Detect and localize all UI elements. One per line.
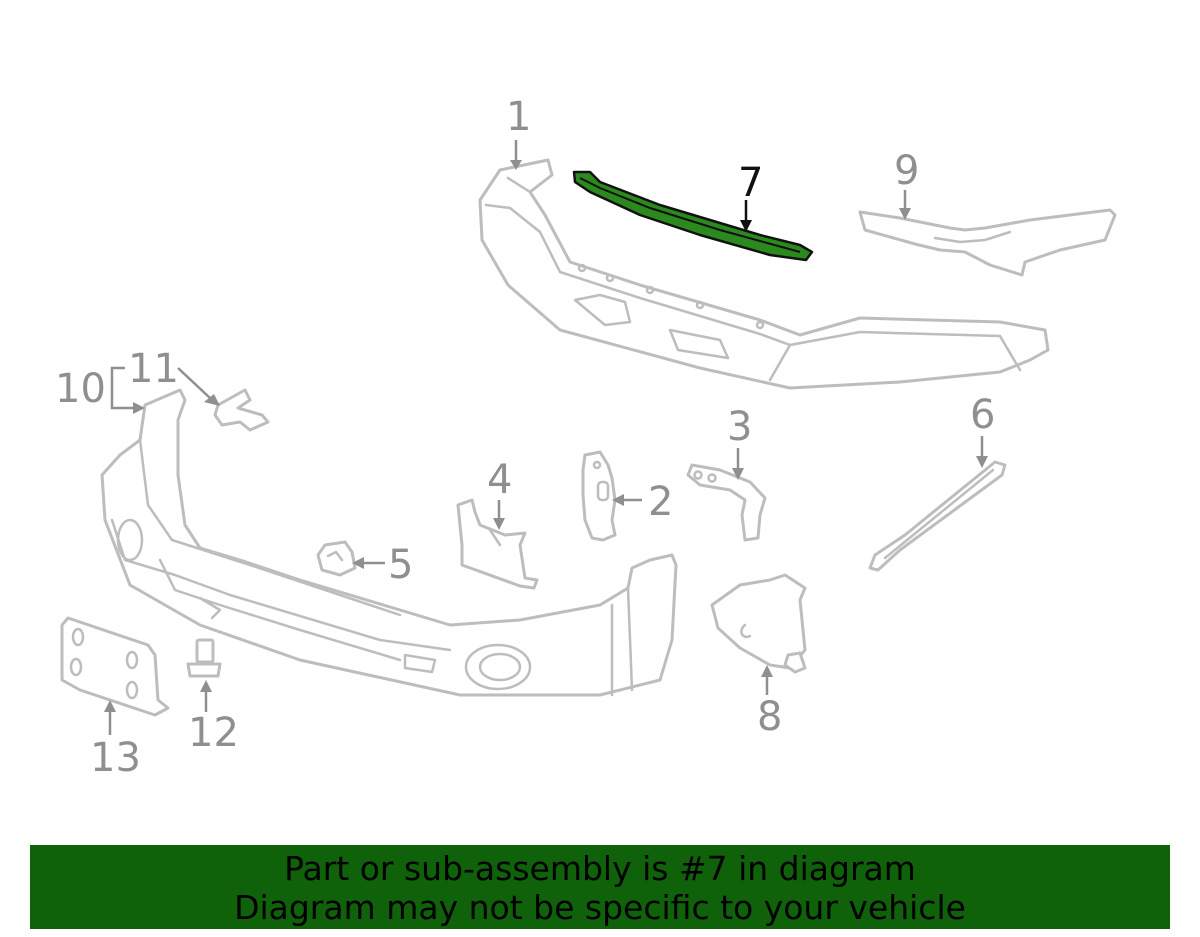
- callout-3: 3: [727, 404, 752, 480]
- part-10-bumper-cover[interactable]: [100, 388, 678, 697]
- part-8-bracket[interactable]: [710, 573, 807, 674]
- callout-2: 2: [612, 479, 673, 525]
- svg-text:12: 12: [188, 710, 239, 756]
- callout-1: 1: [506, 94, 531, 170]
- part-5-clip[interactable]: [316, 540, 357, 577]
- callout-9: 9: [894, 148, 919, 220]
- callout-5: 5: [352, 542, 413, 588]
- svg-text:10: 10: [55, 366, 106, 412]
- part-13-license-bracket[interactable]: [60, 616, 170, 717]
- part-9-bracket[interactable]: [858, 208, 1117, 277]
- part-7-highlighted-strip[interactable]: [572, 170, 814, 262]
- part-2-bracket[interactable]: [581, 450, 617, 542]
- part-4-bracket[interactable]: [456, 498, 539, 590]
- svg-text:6: 6: [970, 392, 995, 438]
- part-11-clip[interactable]: [213, 388, 270, 432]
- svg-text:9: 9: [894, 148, 919, 194]
- callout-4: 4: [487, 457, 512, 530]
- parts-diagram: 1 7 9 10 11 3 6 4 2: [55, 94, 1117, 781]
- callout-10: 10: [55, 366, 145, 414]
- svg-text:7: 7: [738, 160, 763, 206]
- callout-13: 13: [90, 700, 141, 781]
- part-1-bumper-reinforcement[interactable]: [478, 158, 1050, 390]
- svg-text:4: 4: [487, 457, 512, 503]
- callout-11: 11: [128, 346, 220, 406]
- callout-6: 6: [970, 392, 995, 468]
- part-12-bolt[interactable]: [186, 638, 222, 678]
- part-3-bracket[interactable]: [686, 463, 767, 542]
- svg-text:2: 2: [648, 479, 673, 525]
- banner-line-1: Part or sub-assembly is #7 in diagram: [284, 849, 916, 888]
- banner-line-2: Diagram may not be specific to your vehi…: [234, 888, 966, 927]
- callout-7: 7: [738, 160, 763, 232]
- svg-text:1: 1: [506, 94, 531, 140]
- notice-banner: Part or sub-assembly is #7 in diagram Di…: [30, 845, 1170, 929]
- svg-text:3: 3: [727, 404, 752, 450]
- svg-text:13: 13: [90, 735, 141, 781]
- callout-12: 12: [188, 680, 239, 756]
- svg-text:5: 5: [388, 542, 413, 588]
- part-6-strip[interactable]: [868, 460, 1007, 572]
- svg-text:8: 8: [757, 694, 782, 740]
- svg-text:11: 11: [128, 346, 179, 392]
- callout-8: 8: [757, 665, 782, 740]
